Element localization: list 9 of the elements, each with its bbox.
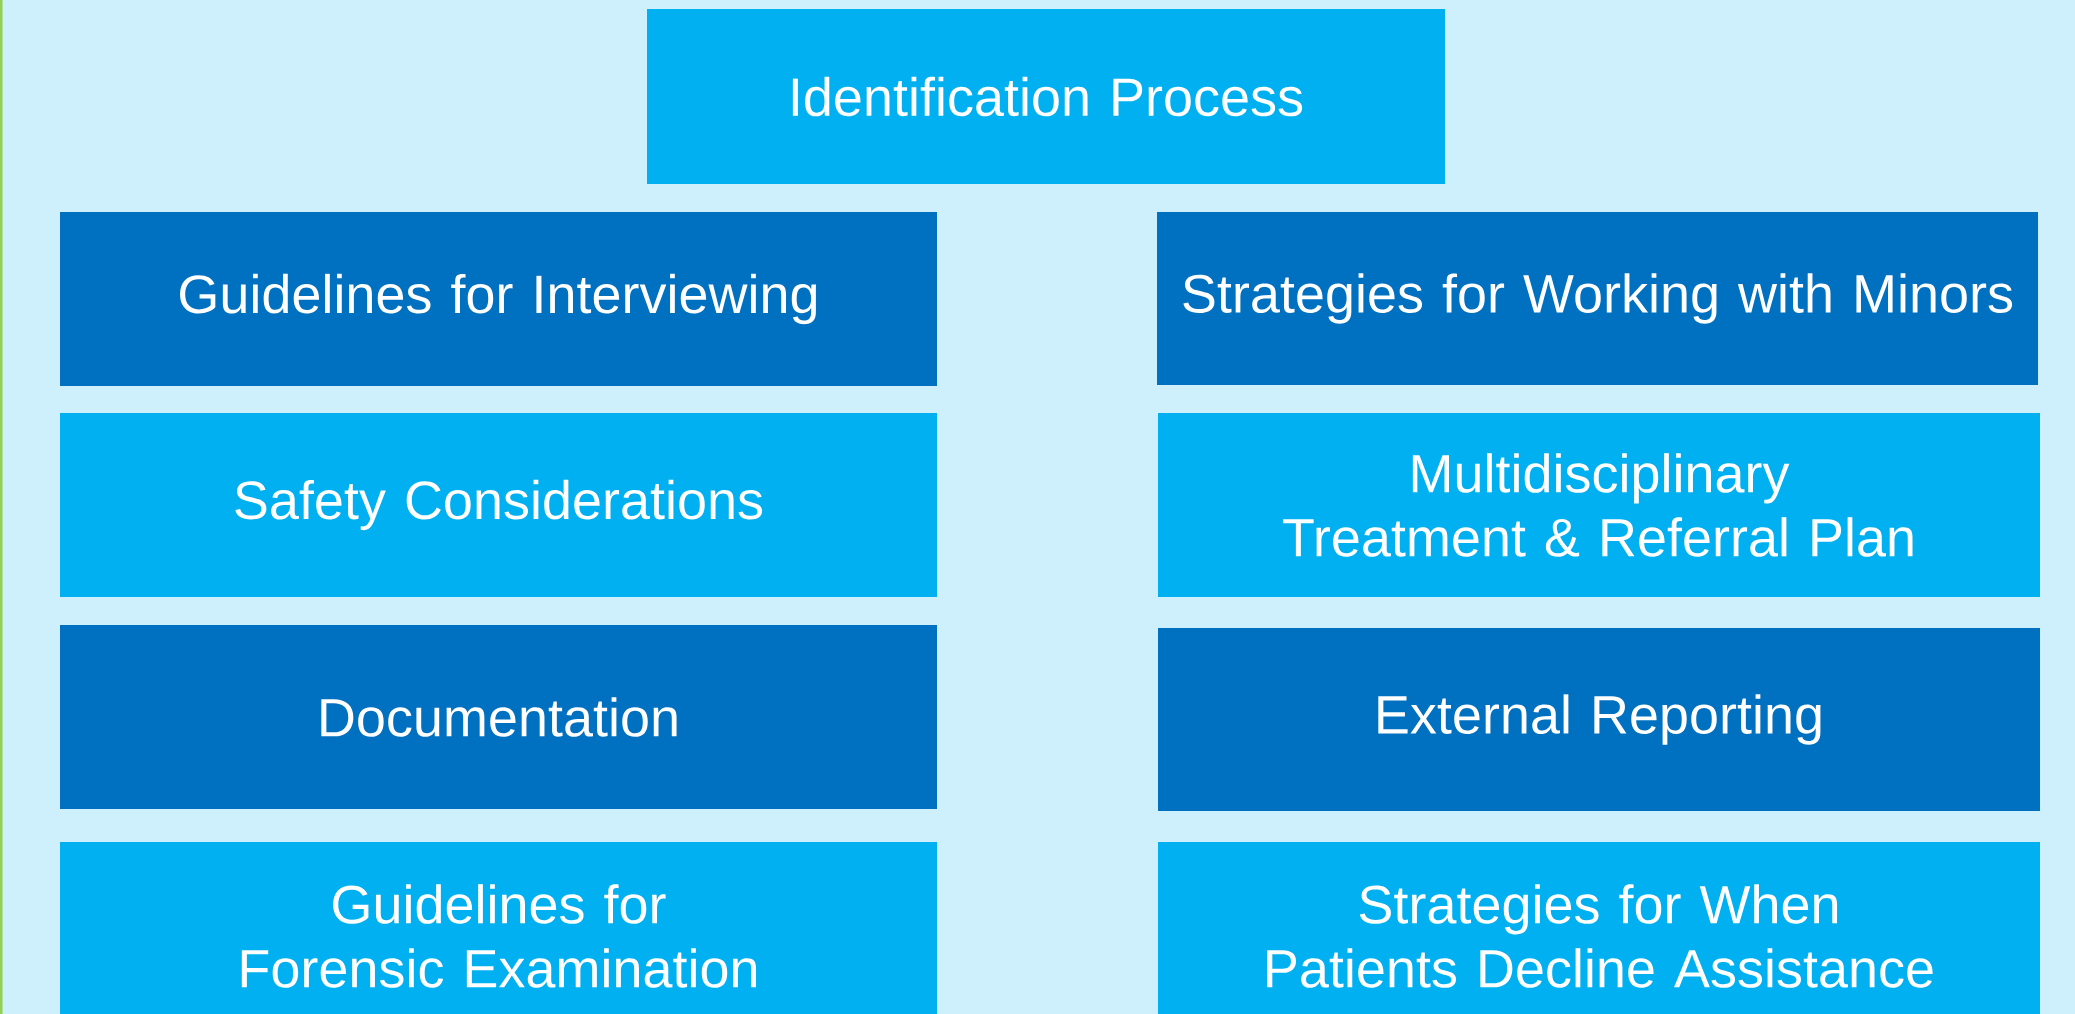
topic-box: Multidisciplinary Treatment & Referral Plan: [1158, 413, 2040, 597]
topic-box: Strategies for When Patients Decline Assistance: [1158, 842, 2040, 1014]
title-box: Identification Process: [647, 9, 1445, 184]
topic-box: Safety Considerations: [60, 413, 937, 597]
topic-box: Documentation: [60, 625, 937, 809]
topic-box: Guidelines for Forensic Examination: [60, 842, 937, 1014]
topic-box: External Reporting: [1158, 628, 2040, 811]
topic-box: Guidelines for Interviewing: [60, 212, 937, 386]
topic-box: Strategies for Working with Minors: [1157, 212, 2038, 385]
